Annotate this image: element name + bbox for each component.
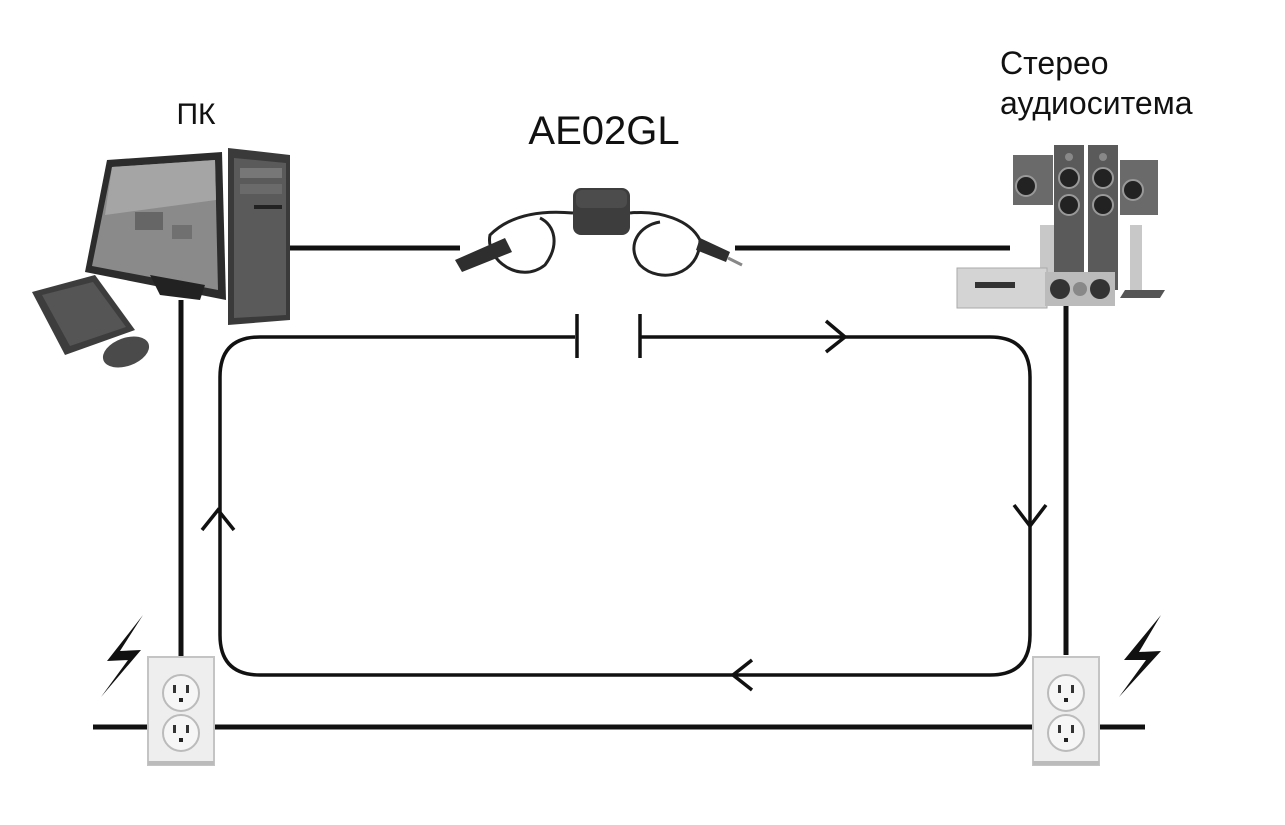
ground-loop-isolator-icon [455,188,743,277]
power-outlet-icon [1032,656,1100,766]
speaker-system-icon [956,145,1165,309]
power-outlet-icon [147,656,215,766]
wires [93,245,1145,730]
pc-label: ПК [176,98,216,131]
arrow-up-icon [200,507,236,532]
arrow-left-icon [730,658,754,692]
arrow-right-icon [824,319,848,354]
loop-path [218,335,1032,677]
lightning-bolt-icon [1119,615,1161,697]
desktop-computer-icon [32,148,290,368]
stereo-label-line2: аудиоситема [1000,85,1193,121]
ground-loop [200,314,1048,692]
stereo-label-line1: Стерео [1000,45,1109,81]
lightning-bolt-icon [101,615,143,697]
arrow-down-icon [1012,503,1048,529]
isolator-label: AE02GL [528,109,679,153]
